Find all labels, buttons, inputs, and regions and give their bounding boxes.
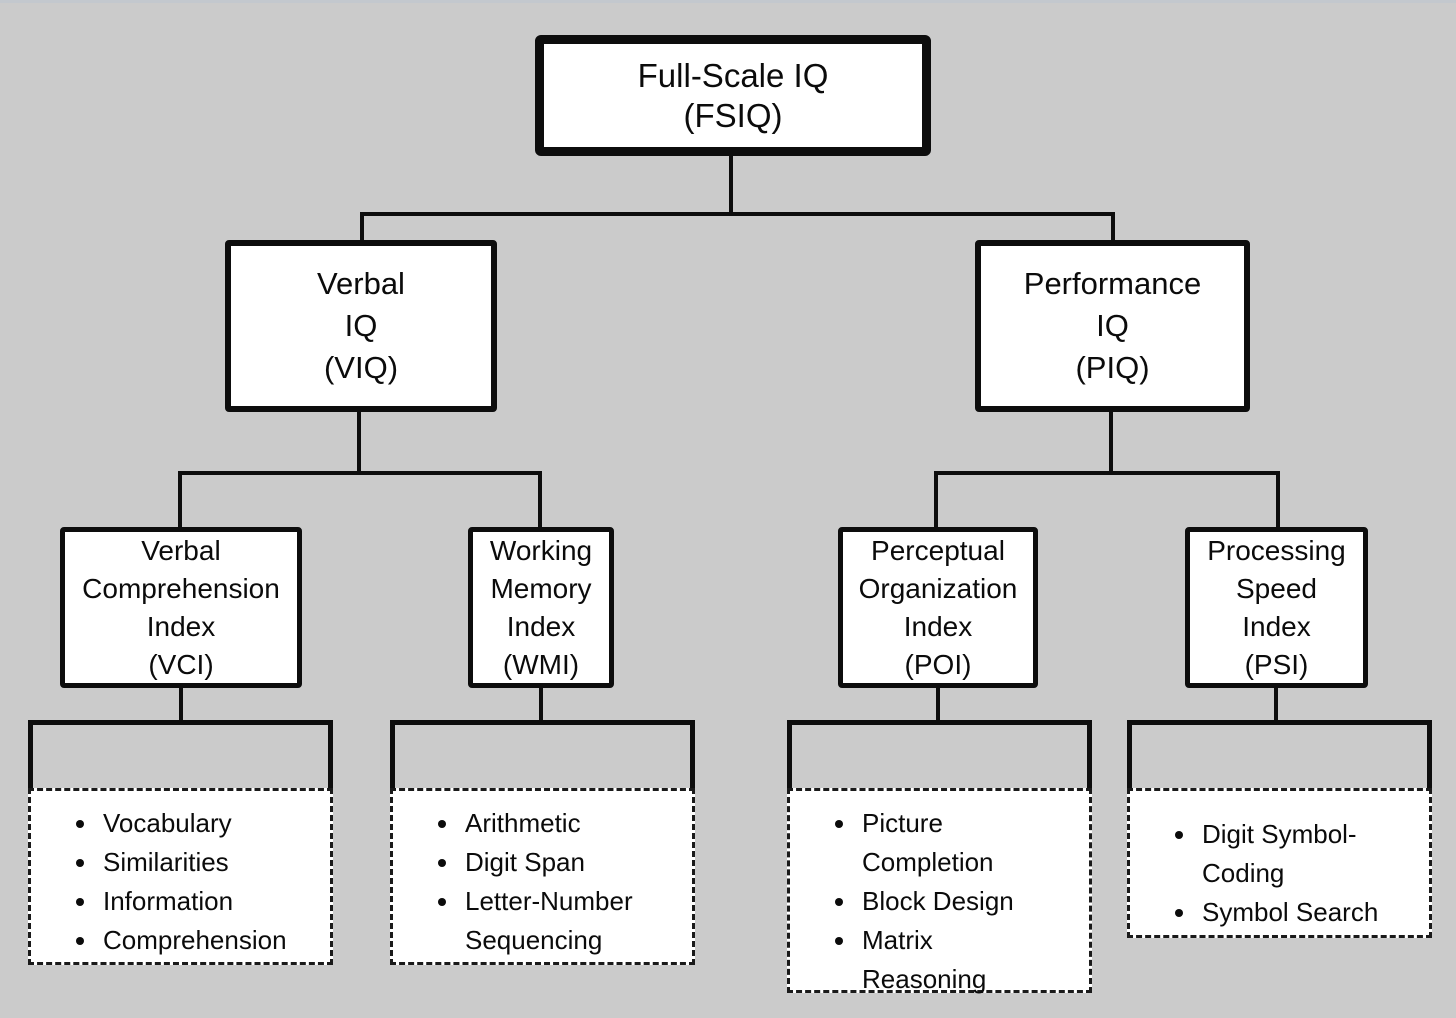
connector-piq-vertical [1109, 412, 1113, 473]
connector-stub-poi [934, 471, 938, 529]
subtest-item: Letter-Number Sequencing [461, 882, 684, 960]
subtest-list-psi: Digit Symbol- CodingSymbol Search [1127, 788, 1432, 938]
subtest-item: Picture Completion [858, 804, 1081, 882]
subtest-item: Vocabulary [99, 804, 322, 843]
subtest-item: Digit Symbol- Coding [1198, 815, 1421, 893]
connector-piq-horizontal [934, 471, 1280, 475]
node-perceptual-organization-index: Perceptual Organization Index (POI) [838, 527, 1038, 688]
subtest-item: Block Design [858, 882, 1081, 921]
subtest-item: Comprehension [99, 921, 322, 960]
subtest-items-wmi: ArithmeticDigit SpanLetter-Number Sequen… [393, 791, 692, 960]
connector-psi-to-list [1274, 688, 1278, 724]
node-performance-iq: Performance IQ (PIQ) [975, 240, 1250, 412]
connector-wmi-to-list [539, 688, 543, 724]
node-verbal-iq: Verbal IQ (VIQ) [225, 240, 497, 412]
top-edge-strip [0, 0, 1456, 3]
subtest-item: Symbol Search [1198, 893, 1421, 932]
bracket-vci [28, 720, 333, 788]
node-working-memory-index: Working Memory Index (WMI) [468, 527, 614, 688]
connector-stub-wmi [538, 471, 542, 529]
node-full-scale-iq: Full-Scale IQ (FSIQ) [535, 35, 931, 156]
connector-stub-piq [1111, 212, 1115, 244]
bracket-psi [1127, 720, 1432, 788]
node-verbal-comprehension-index: Verbal Comprehension Index (VCI) [60, 527, 302, 688]
connector-viq-horizontal [178, 471, 542, 475]
connector-stub-vci [178, 471, 182, 529]
subtest-item: Similarities [99, 843, 322, 882]
subtest-items-vci: VocabularySimilaritiesInformationCompreh… [31, 791, 330, 960]
subtest-item: Matrix Reasoning [858, 921, 1081, 999]
connector-poi-to-list [936, 688, 940, 724]
connector-vci-to-list [179, 688, 183, 724]
subtest-items-psi: Digit Symbol- CodingSymbol Search [1130, 791, 1429, 932]
connector-stub-psi [1276, 471, 1280, 529]
connector-fsiq-horizontal [360, 212, 1115, 216]
connector-viq-vertical [357, 412, 361, 473]
subtest-list-poi: Picture CompletionBlock DesignMatrix Rea… [787, 788, 1092, 994]
subtest-list-wmi: ArithmeticDigit SpanLetter-Number Sequen… [390, 788, 695, 965]
connector-fsiq-vertical [729, 156, 733, 216]
node-processing-speed-index: Processing Speed Index (PSI) [1185, 527, 1368, 688]
subtest-items-poi: Picture CompletionBlock DesignMatrix Rea… [790, 791, 1089, 999]
subtest-item: Information [99, 882, 322, 921]
subtest-item: Digit Span [461, 843, 684, 882]
connector-stub-viq [360, 212, 364, 244]
bracket-poi [787, 720, 1092, 788]
subtest-list-vci: VocabularySimilaritiesInformationCompreh… [28, 788, 333, 965]
bracket-wmi [390, 720, 695, 788]
subtest-item: Arithmetic [461, 804, 684, 843]
